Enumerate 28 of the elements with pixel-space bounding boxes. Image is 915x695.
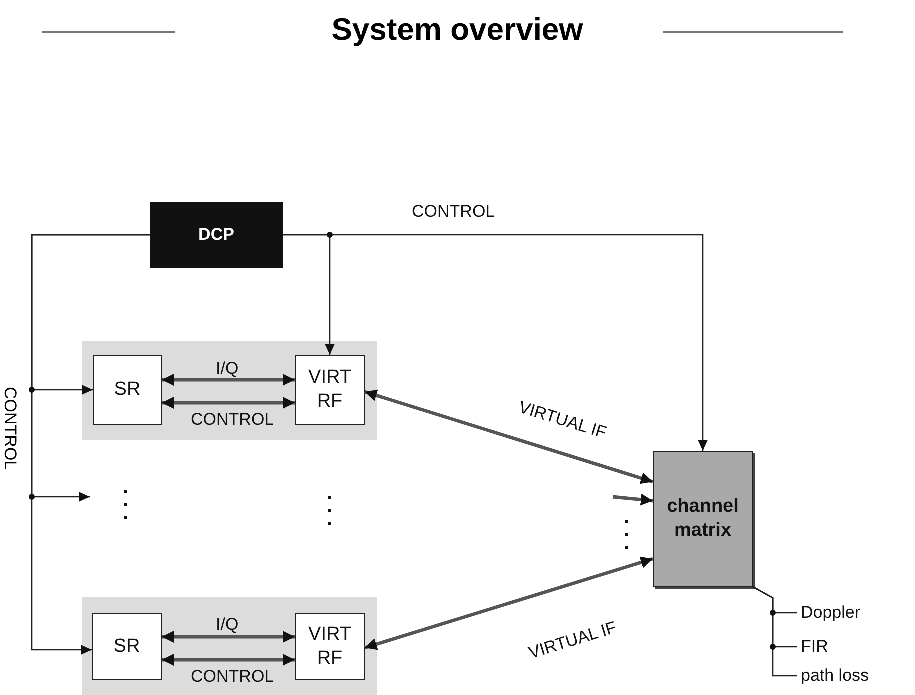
connector-arrow	[162, 631, 295, 643]
connector-arrow	[283, 234, 708, 451]
bus-label: CONTROL	[1, 387, 19, 467]
edge-label: CONTROL	[411, 203, 496, 220]
edge-label: CONTROL	[190, 668, 276, 685]
connector-arrow	[162, 397, 295, 409]
connector-line	[752, 586, 797, 677]
group-panel	[82, 597, 377, 695]
parameter-text: FIR	[801, 636, 881, 658]
process-box: SR	[92, 613, 162, 680]
parameter-text: path loss	[801, 665, 891, 687]
process-box: DCP	[150, 202, 283, 268]
parameter-text: Doppler	[801, 602, 881, 624]
process-box: VIRT RF	[295, 613, 365, 680]
group-panel	[82, 341, 377, 440]
connector-arrow	[364, 556, 654, 650]
connector-arrow	[364, 390, 654, 484]
title: System overview	[332, 12, 584, 47]
process-box: VIRT RF	[295, 355, 365, 425]
process-box: channel matrix	[653, 451, 753, 587]
connector-arrow	[162, 374, 295, 386]
edge-label: CONTROL	[190, 411, 276, 428]
process-box: SR	[93, 355, 162, 425]
edge-label: I/Q	[215, 360, 240, 377]
connector-arrow	[612, 494, 654, 506]
connector-arrow	[162, 654, 295, 666]
connector-arrow	[31, 234, 150, 655]
edge-label: I/Q	[215, 616, 240, 633]
